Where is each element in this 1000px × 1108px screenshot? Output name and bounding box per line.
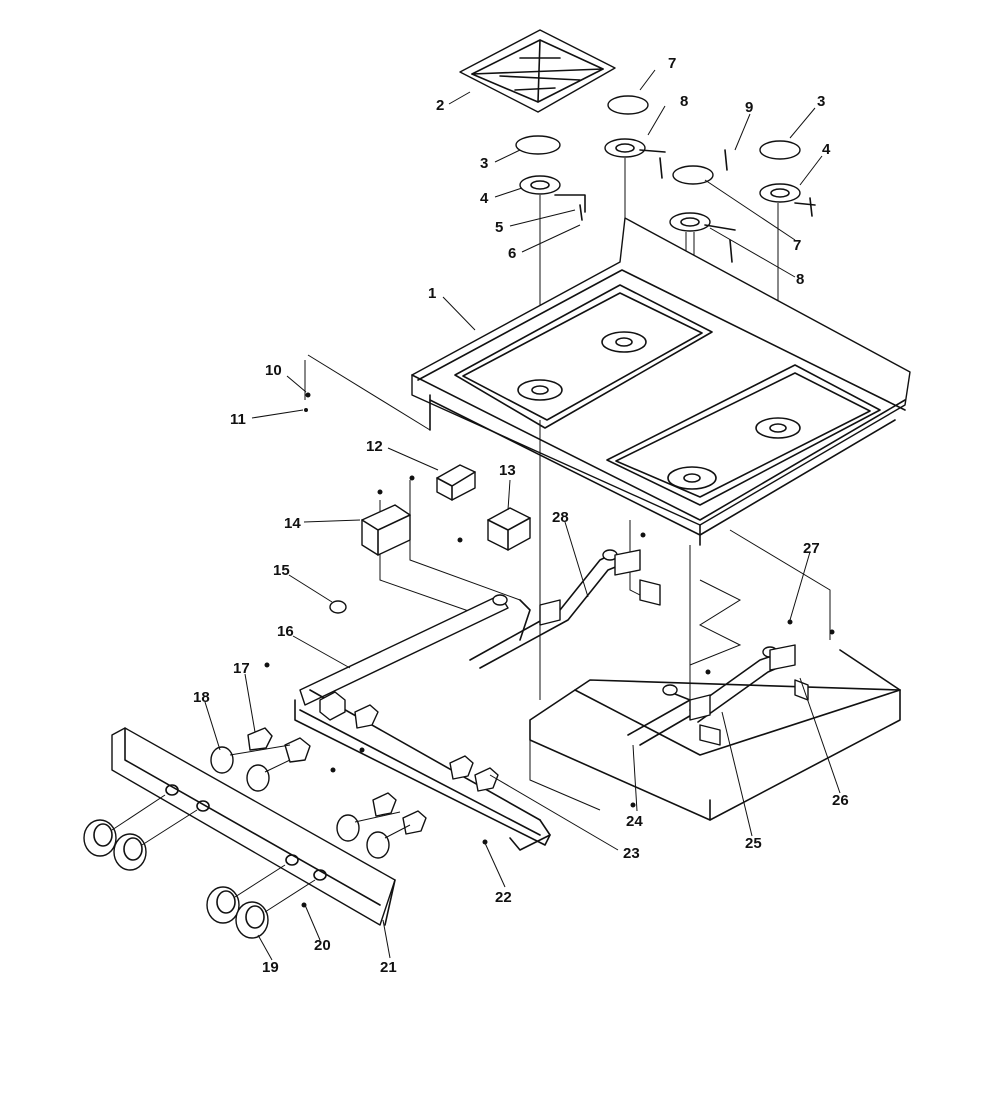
callout-8-lower: 8	[796, 271, 804, 288]
callout-2: 2	[436, 97, 444, 114]
callout-11: 11	[230, 411, 246, 428]
callout-12: 12	[366, 438, 383, 455]
callout-28: 28	[552, 509, 569, 526]
callout-16: 16	[277, 623, 294, 640]
callout-15: 15	[273, 562, 290, 579]
callout-22: 22	[495, 889, 512, 906]
callout-18: 18	[193, 689, 210, 706]
callout-20: 20	[314, 937, 331, 954]
callout-26: 26	[832, 792, 849, 809]
control-panel	[111, 727, 411, 926]
callout-14: 14	[284, 515, 301, 532]
callout-6: 6	[508, 245, 516, 262]
callout-13: 13	[499, 462, 516, 479]
burner-box	[529, 649, 901, 821]
callout-19: 19	[262, 959, 279, 976]
callout-17: 17	[233, 660, 250, 677]
callout-4-left: 4	[480, 190, 489, 207]
callout-21: 21	[380, 959, 397, 976]
callout-10: 10	[265, 362, 282, 379]
callout-7-lower: 7	[793, 237, 801, 254]
callout-27: 27	[803, 540, 820, 557]
burner-caps	[515, 95, 801, 185]
callout-labels: 2 7 8 9 3 3 4 4 5 7 6 8 1 10 11 12 13 14…	[193, 55, 849, 976]
callout-4-right: 4	[822, 141, 831, 158]
burner-heads	[519, 138, 801, 232]
cooktop	[411, 217, 911, 546]
callout-23: 23	[623, 845, 640, 862]
gas-manifold	[294, 594, 551, 851]
control-knobs	[83, 794, 316, 939]
burner-grate	[459, 29, 616, 113]
callout-8-top: 8	[680, 93, 688, 110]
orifice-brackets	[539, 549, 809, 746]
valves	[247, 600, 499, 835]
callout-3-left: 3	[480, 155, 488, 172]
callout-1: 1	[428, 285, 436, 302]
ignition-components	[361, 464, 531, 556]
callout-5: 5	[495, 219, 503, 236]
chassis-lines	[304, 354, 831, 720]
burner-electrodes	[554, 149, 816, 263]
callout-24: 24	[626, 813, 643, 830]
screws	[264, 392, 835, 908]
callout-3-right: 3	[817, 93, 825, 110]
leader-lines	[204, 69, 841, 961]
callout-7-top: 7	[668, 55, 676, 72]
callout-25: 25	[745, 835, 762, 852]
callout-9: 9	[745, 99, 753, 116]
